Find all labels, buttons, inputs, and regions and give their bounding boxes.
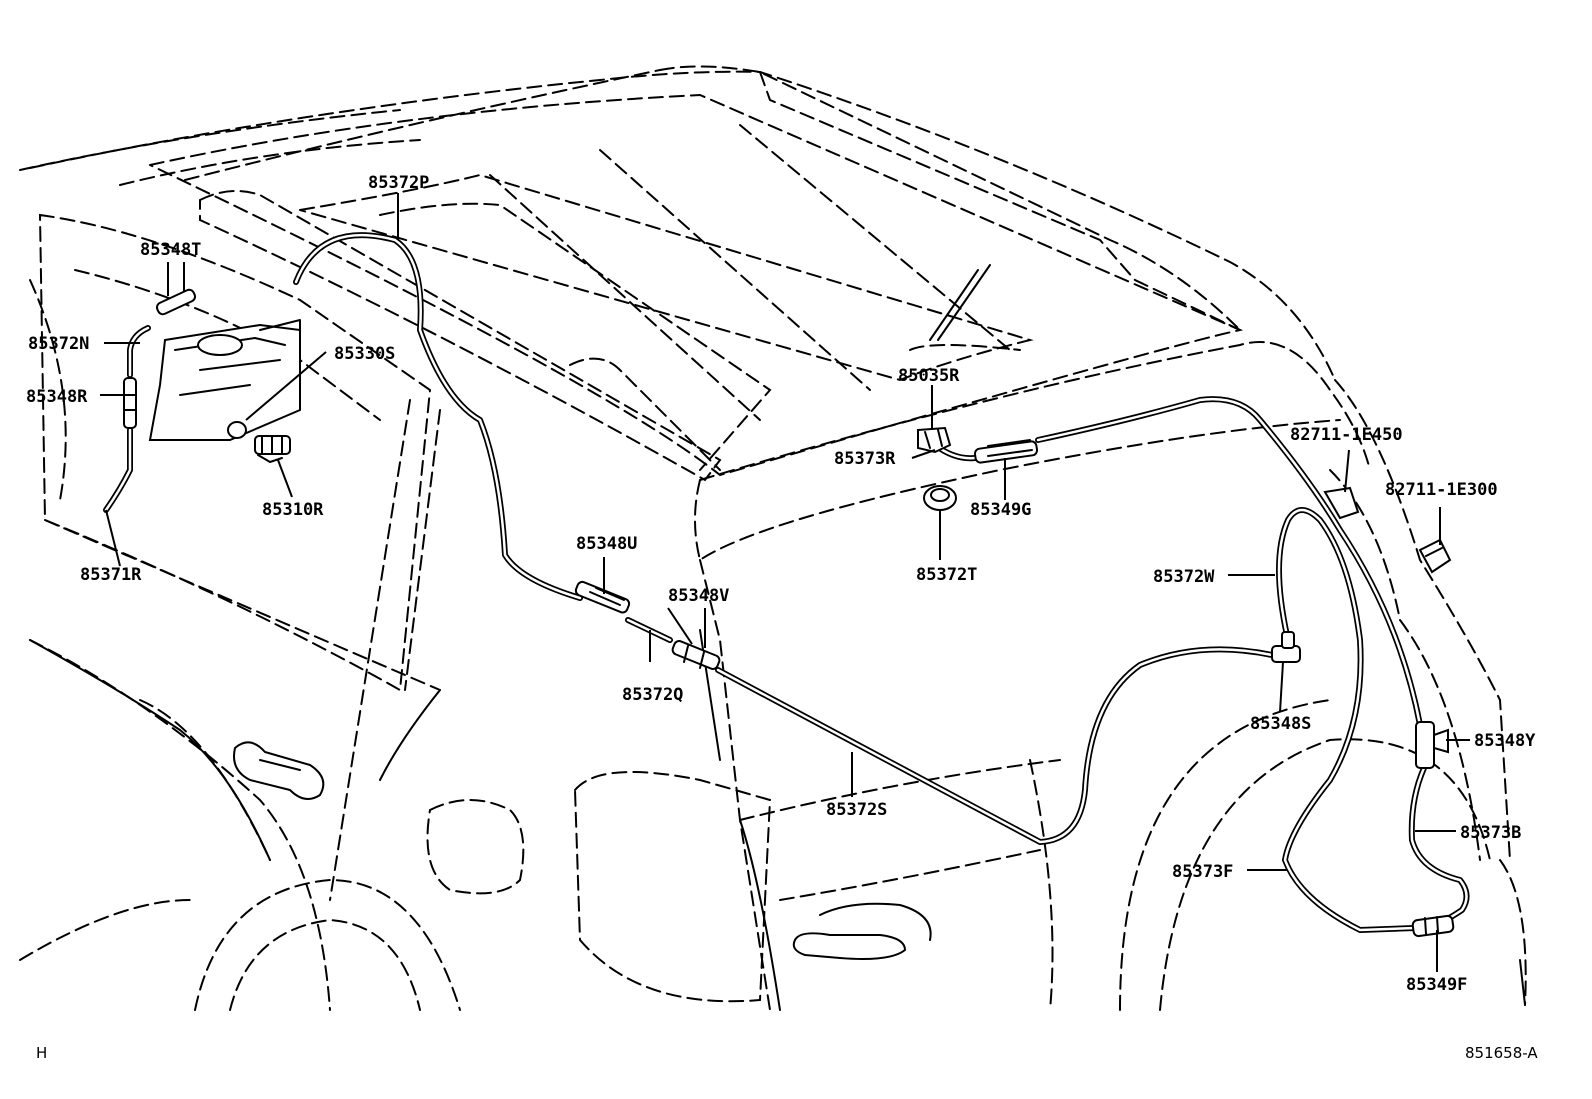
label-85373B[interactable]: 85373B [1460,823,1521,843]
label-85349F[interactable]: 85349F [1406,975,1467,995]
label-85035R[interactable]: 85035R [898,366,960,386]
hose-clip [1418,538,1452,574]
footer-left-mark: H [36,1044,47,1062]
label-85372T[interactable]: 85372T [916,565,977,585]
label-85348S[interactable]: 85348S [1250,714,1311,734]
hose-grommet [923,485,957,511]
leader-lines [100,193,1470,972]
label-85348R[interactable]: 85348R [26,387,88,407]
washer-pump [254,435,291,463]
figure-id: 851658-A [1465,1044,1538,1062]
washer-tank [148,319,301,441]
label-85372N[interactable]: 85372N [28,334,89,354]
label-85310R[interactable]: 85310R [262,500,324,520]
pump-grommet [227,421,247,439]
hose-clamp [1323,486,1360,520]
vehicle-body-outline [19,65,1527,1011]
label-85372S[interactable]: 85372S [826,800,887,820]
label-85330S[interactable]: 85330S [334,344,395,364]
label-85373R[interactable]: 85373R [834,449,896,469]
hose-connectors [123,288,1455,938]
label-85348T[interactable]: 85348T [140,240,201,260]
washer-nozzle [917,426,952,454]
washer-hoses [103,232,1470,933]
label-85372W[interactable]: 85372W [1153,567,1215,587]
label-85373F[interactable]: 85373F [1172,862,1233,882]
label-85348U[interactable]: 85348U [576,534,637,554]
label-85348V[interactable]: 85348V [668,586,729,606]
label-85371R[interactable]: 85371R [80,565,142,585]
label-82711-1E300[interactable]: 82711-1E300 [1385,480,1498,500]
label-85372Q[interactable]: 85372Q [622,685,683,705]
label-85348Y[interactable]: 85348Y [1474,731,1536,751]
label-82711-1E450[interactable]: 82711-1E450 [1290,425,1403,445]
label-85349G[interactable]: 85349G [970,500,1031,520]
part-labels: 85372P 85348T 85372N 85330S 85348R 85310… [26,173,1536,995]
label-85372P[interactable]: 85372P [368,173,429,193]
